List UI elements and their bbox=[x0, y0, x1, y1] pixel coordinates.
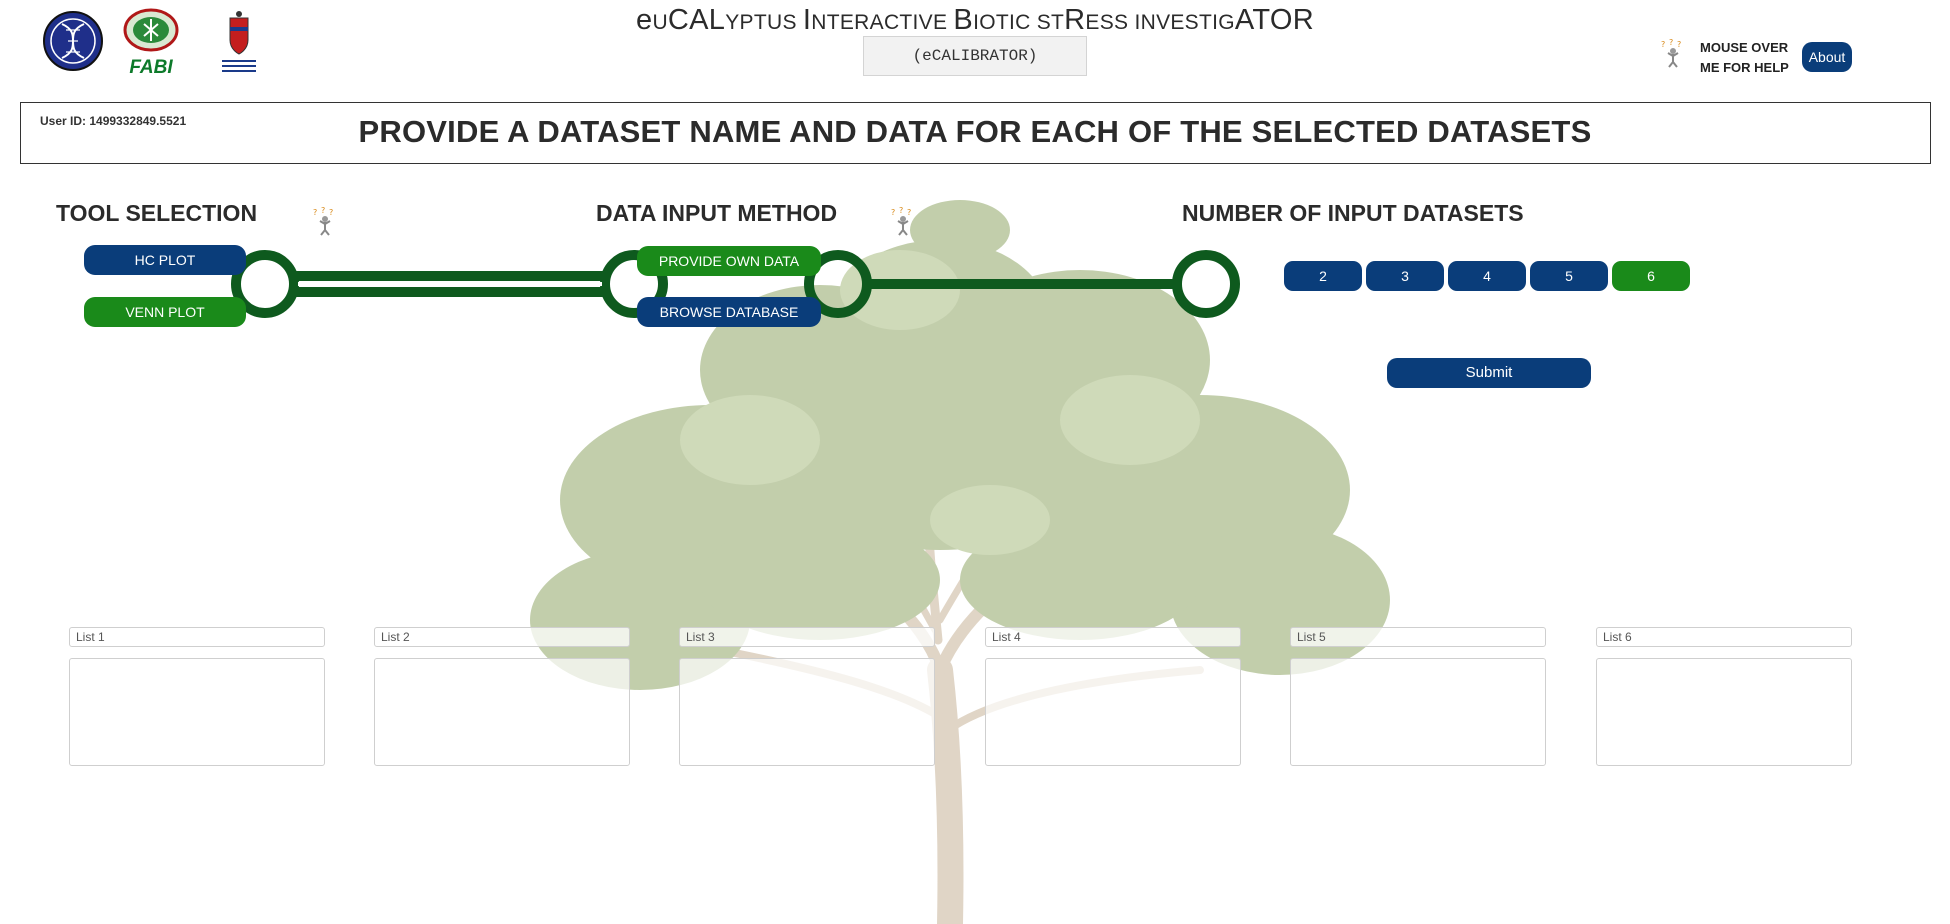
svg-text:?: ? bbox=[1661, 40, 1665, 49]
app-title-part: IOTIC bbox=[973, 11, 1037, 34]
app-title-part: U bbox=[652, 11, 668, 34]
dataset-count-title: NUMBER OF INPUT DATASETS bbox=[1182, 200, 1524, 226]
app-title: eUCALYPTUS INTERACTIVE BIOTIC STRESS INV… bbox=[0, 4, 1950, 37]
tool-help-icon[interactable]: ? ? ? bbox=[310, 206, 340, 236]
input-help-icon[interactable]: ? ? ? bbox=[888, 206, 918, 236]
instruction-title: PROVIDE A DATASET NAME AND DATA FOR EACH… bbox=[358, 114, 1592, 149]
app-title-part: INVESTIG bbox=[1134, 11, 1235, 34]
app-title-part: YPTUS bbox=[725, 11, 803, 34]
dataset-count-5-button[interactable]: 5 bbox=[1530, 261, 1608, 291]
user-id: User ID: 1499332849.5521 bbox=[40, 114, 187, 128]
dataset-count-4-button[interactable]: 4 bbox=[1448, 261, 1526, 291]
list-3-name-input[interactable] bbox=[679, 627, 935, 647]
submit-button[interactable]: Submit bbox=[1387, 358, 1591, 388]
dna-logo-icon bbox=[43, 11, 103, 71]
provide-own-data-button[interactable]: PROVIDE OWN DATA bbox=[637, 246, 821, 276]
help-figure-icon[interactable]: ? ? ? bbox=[1658, 38, 1688, 68]
about-button[interactable]: About bbox=[1802, 42, 1852, 72]
svg-text:?: ? bbox=[321, 206, 325, 215]
app-subtitle: (eCALIBRATOR) bbox=[863, 36, 1087, 76]
list-4-name-input[interactable] bbox=[985, 627, 1241, 647]
svg-text:?: ? bbox=[1677, 40, 1681, 49]
app-title-part: B bbox=[953, 4, 974, 36]
list-5-data-textarea[interactable] bbox=[1290, 658, 1546, 766]
list-1-name-input[interactable] bbox=[69, 627, 325, 647]
svg-text:?: ? bbox=[891, 208, 895, 217]
app-title-part: NTERACTIVE bbox=[811, 11, 954, 34]
app-title-part: CAL bbox=[667, 4, 726, 36]
app-title-part: e bbox=[636, 4, 653, 36]
dataset-count-3-button[interactable]: 3 bbox=[1366, 261, 1444, 291]
list-4-data-textarea[interactable] bbox=[985, 658, 1241, 766]
app-title-part: ATOR bbox=[1234, 4, 1314, 36]
hc-plot-button[interactable]: HC PLOT bbox=[84, 245, 246, 275]
list-6-name-input[interactable] bbox=[1596, 627, 1852, 647]
app-title-part: ST bbox=[1036, 11, 1065, 34]
list-3-data-textarea[interactable] bbox=[679, 658, 935, 766]
list-1-data-textarea[interactable] bbox=[69, 658, 325, 766]
svg-text:?: ? bbox=[313, 208, 317, 217]
dataset-count-6-button[interactable]: 6 bbox=[1612, 261, 1690, 291]
browse-database-button[interactable]: BROWSE DATABASE bbox=[637, 297, 821, 327]
university-crest-icon bbox=[222, 11, 256, 72]
list-5-name-input[interactable] bbox=[1290, 627, 1546, 647]
fabi-logo-text: FABI bbox=[129, 57, 173, 78]
svg-text:?: ? bbox=[907, 208, 911, 217]
help-hint-line-2: ME FOR HELP bbox=[1700, 60, 1789, 75]
venn-plot-button[interactable]: VENN PLOT bbox=[84, 297, 246, 327]
eucalyptus-tree-image bbox=[530, 200, 1390, 924]
dataset-count-2-button[interactable]: 2 bbox=[1284, 261, 1362, 291]
list-2-data-textarea[interactable] bbox=[374, 658, 630, 766]
list-6-data-textarea[interactable] bbox=[1596, 658, 1852, 766]
svg-text:?: ? bbox=[329, 208, 333, 217]
list-2-name-input[interactable] bbox=[374, 627, 630, 647]
help-hint: MOUSE OVER ME FOR HELP bbox=[1700, 38, 1800, 78]
app-title-part: ESS bbox=[1085, 11, 1135, 34]
fabi-logo-icon: FABI bbox=[122, 8, 180, 78]
data-input-title: DATA INPUT METHOD bbox=[596, 200, 838, 226]
instruction-banner bbox=[20, 102, 1931, 164]
svg-text:?: ? bbox=[1669, 38, 1673, 47]
svg-text:?: ? bbox=[899, 206, 903, 215]
app-title-part: I bbox=[802, 4, 812, 36]
tool-selection-title: TOOL SELECTION bbox=[56, 200, 258, 226]
help-hint-line-1: MOUSE OVER bbox=[1700, 40, 1789, 55]
app-title-part: R bbox=[1064, 4, 1086, 36]
